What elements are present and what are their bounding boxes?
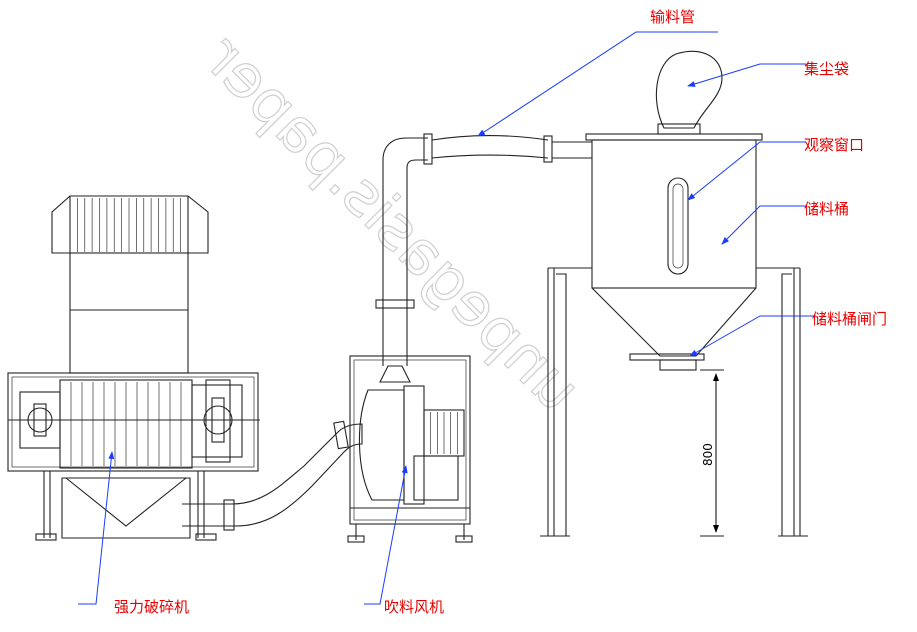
label-dust-bag: 集尘袋 (804, 60, 849, 78)
crusher-machine (7, 195, 260, 541)
label-blower: 吹料风机 (384, 598, 444, 616)
blower-machine (347, 355, 473, 543)
conveying-pipe (375, 133, 592, 366)
label-crusher: 强力破碎机 (114, 598, 189, 616)
label-conveying-pipe: 输料管 (650, 8, 695, 26)
height-dimension-label: 800 (701, 443, 715, 466)
svg-text:unpegasis.paper: unpegasis.paper (191, 23, 593, 425)
height-dimension: 800 (700, 369, 724, 537)
storage-bin (540, 50, 808, 537)
suction-pipe (182, 420, 363, 531)
label-observation-window: 观察窗口 (804, 136, 864, 154)
label-bin-gate: 储料桶闸门 (812, 310, 887, 328)
watermark: unpegasis.paper (190, 22, 594, 426)
leader-lines (78, 31, 816, 605)
label-storage-bin: 储料桶 (804, 200, 849, 218)
